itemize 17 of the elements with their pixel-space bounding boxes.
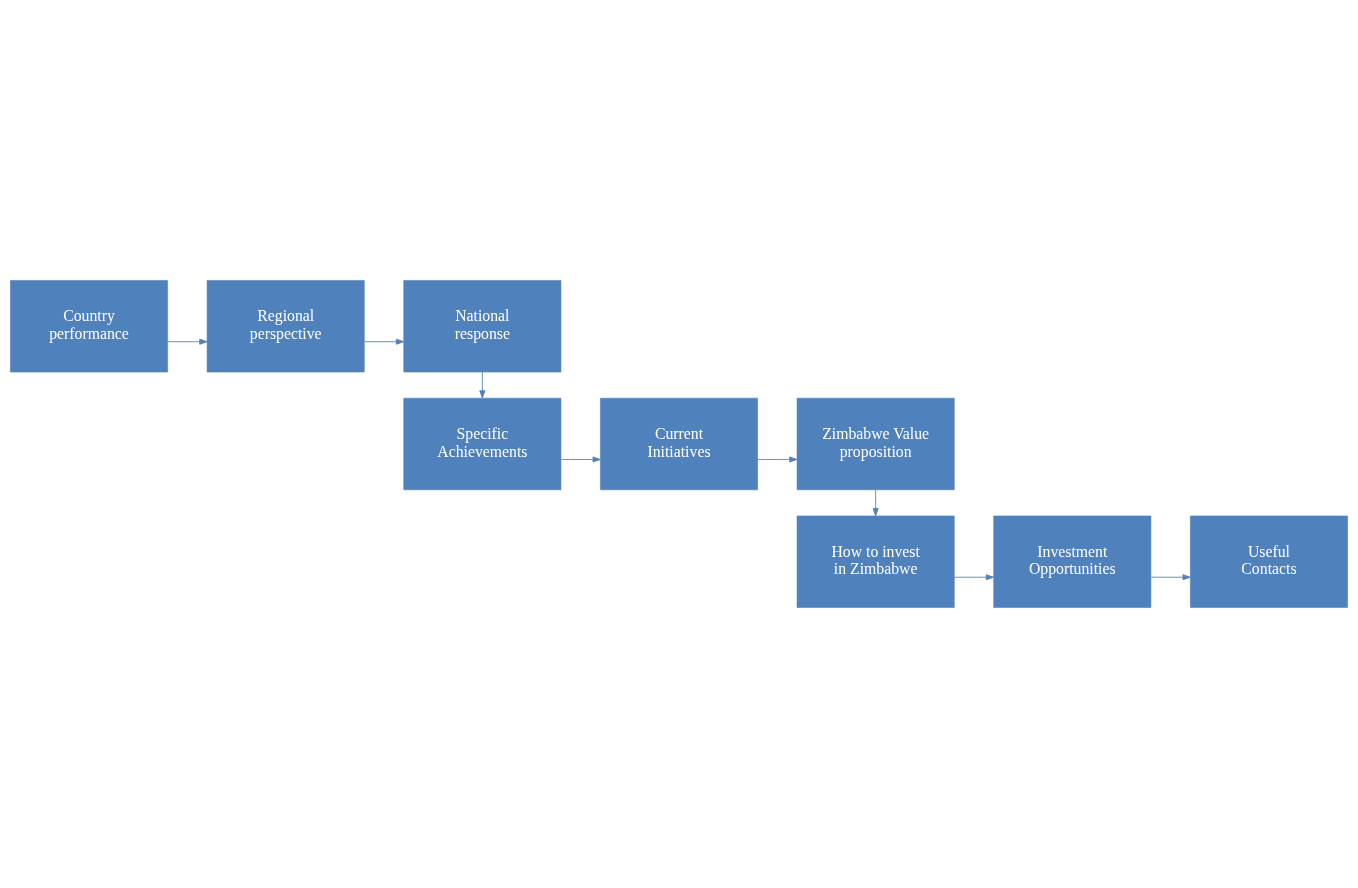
node-box: Regional perspective [206, 280, 365, 373]
node-box: Country performance [10, 280, 168, 373]
node-box: Useful Contacts [1190, 515, 1348, 608]
arrow [954, 574, 995, 581]
node-box: National response [403, 280, 562, 373]
arrow [167, 338, 208, 345]
arrow [364, 338, 405, 345]
arrow [1150, 574, 1191, 581]
arrow [872, 489, 879, 517]
arrow [757, 456, 798, 463]
node-box: Zimbabwe Value proposition [796, 397, 955, 491]
node-box: Investment Opportunities [993, 515, 1152, 608]
node-box: Specific Achievements [403, 397, 562, 491]
node-box: Current Initiatives [600, 397, 758, 491]
node-box: How to invest in Zimbabwe [796, 515, 955, 608]
arrow [479, 371, 486, 399]
arrow [560, 456, 601, 463]
